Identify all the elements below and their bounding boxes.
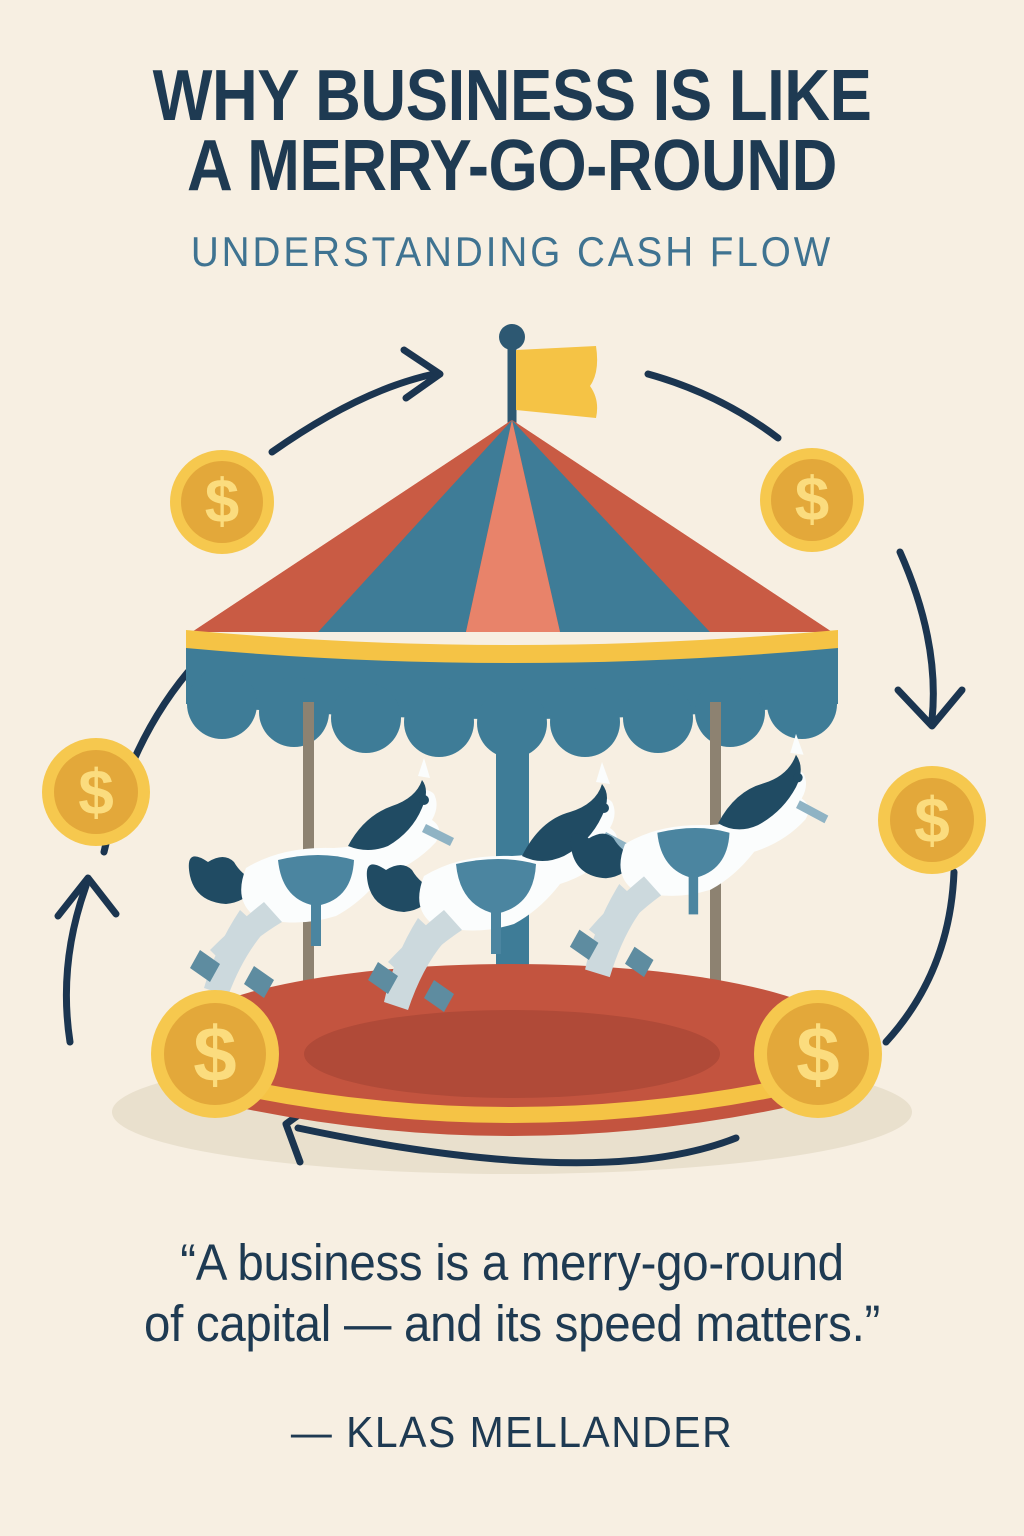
carousel-horse-right [569,733,829,978]
illustration-stage: $ $ $ $ [0,312,1024,1212]
horse-center-eye [599,803,609,813]
horse-center-saddle [456,859,536,914]
platform-inner [304,1010,720,1098]
arrow-left-lower-icon [54,874,120,1046]
flag-finial [499,324,525,350]
horse-left-tail [188,856,258,904]
horse-center-mane [522,784,607,861]
svg-text:$: $ [795,466,829,535]
arrow-right-icon [894,548,966,730]
page-title: WHY BUSINESS IS LIKE A MERRY-GO-ROUND [0,56,1024,206]
poster-header: WHY BUSINESS IS LIKE A MERRY-GO-ROUND UN… [0,0,1024,276]
canopy-stripe-red-left [192,420,512,632]
horse-right-saddle [657,827,730,879]
valance-scallops [187,669,837,758]
quote-line-2: of capital — and its speed matters.” [143,1295,881,1353]
quote-attribution: — KLAS MELLANDER [290,1408,734,1458]
flag-group [499,324,598,435]
carousel-horse-center [366,762,636,1012]
canopy-rim [186,630,838,665]
title-line-1: WHY BUSINESS IS LIKE [152,56,872,136]
horse-center-tail [366,864,436,912]
arrow-top-left-icon [268,346,444,456]
horse-center-front-leg [388,910,462,978]
coin-mid-right-icon: $ [878,766,986,874]
horse-left-saddle-post [311,900,321,946]
horse-right-mane [718,754,801,830]
horse-center-hoof-b [424,980,454,1012]
coin-mid-left-icon: $ [42,738,150,846]
svg-text:$: $ [796,1010,839,1098]
horse-right-bridle [796,800,829,824]
horse-right-hoof-a [569,929,599,960]
coin-bottom-left-icon: $ [151,990,279,1118]
horse-right-ear [790,733,804,755]
subtitle: UNDERSTANDING CASH FLOW [190,227,834,275]
horse-left-bridle [422,824,454,846]
horse-center-ear [596,762,610,784]
horse-left-ear [418,758,430,778]
svg-text:$: $ [205,468,239,537]
carousel-horse-left [188,758,454,998]
horse-left-mane [348,780,426,850]
horse-right-hoof-b [625,946,654,978]
arrow-top-right-icon [644,370,782,442]
title-line-2: A MERRY-GO-ROUND [186,125,838,206]
horse-right-saddle-post [688,872,699,915]
svg-text:$: $ [914,784,950,856]
horse-left-front-leg [210,902,282,966]
quote-block: “A business is a merry-go-round of capit… [0,1232,1024,1458]
pennant-flag-icon [516,346,598,418]
quote-line-1: “A business is a merry-go-round [180,1234,844,1291]
coin-top-left-icon: $ [170,450,274,554]
horse-left-eye [419,795,429,805]
platform-trim-stripe [173,1064,851,1123]
canopy-stripe-red-right [512,420,832,632]
coin-bottom-right-icon: $ [754,990,882,1118]
svg-text:$: $ [78,756,114,828]
horse-left-hoof-a [190,950,220,982]
coins-group: $ $ $ $ [42,448,986,1118]
arrow-right-lower-icon [882,868,958,1046]
canopy-stripe-salmon [466,420,560,632]
horse-right-front-leg [588,876,662,945]
coin-top-right-icon: $ [760,448,864,552]
platform-group [172,964,852,1136]
flow-arrows [54,346,966,1167]
horse-right-tail [570,833,637,879]
horse-left-hoof-b [244,966,274,998]
canopy-group [186,420,838,758]
horse-right-eye [793,772,803,783]
svg-text:$: $ [193,1010,236,1098]
horse-left-saddle [278,855,354,906]
quote-text: “A business is a merry-go-round of capit… [0,1232,1024,1354]
horse-center-saddle-post [491,908,501,954]
horse-center-hoof-a [368,962,398,994]
